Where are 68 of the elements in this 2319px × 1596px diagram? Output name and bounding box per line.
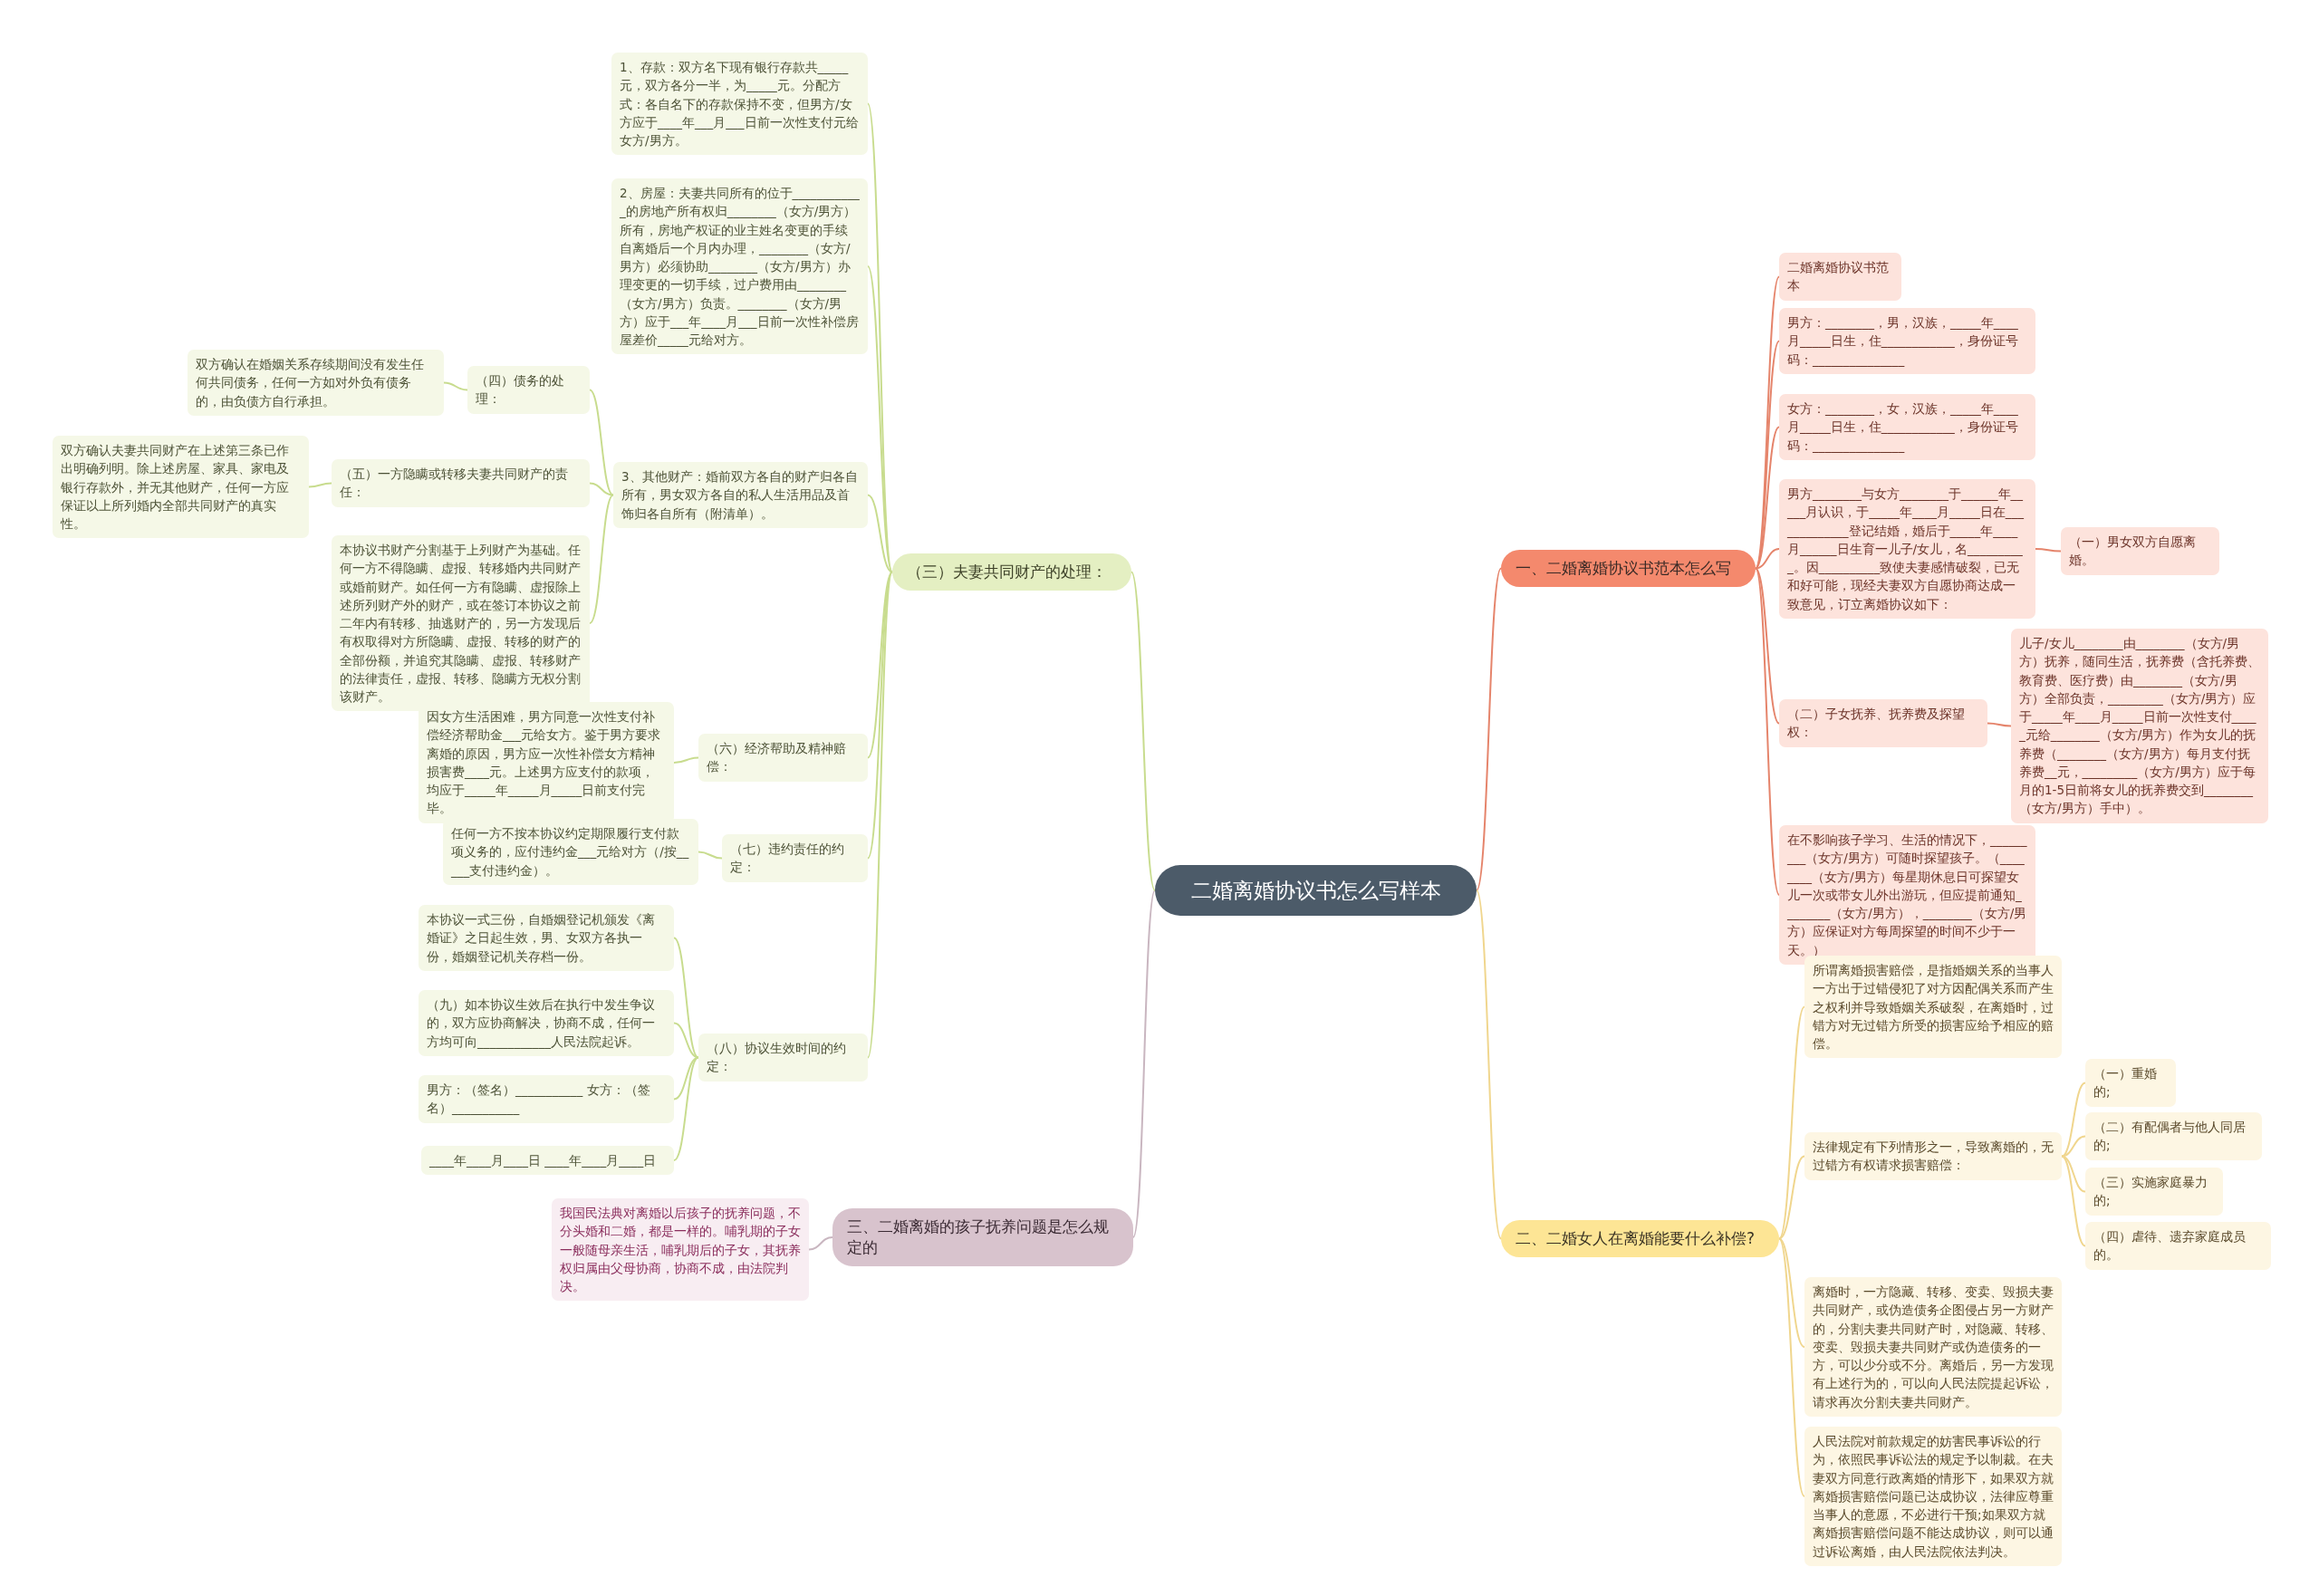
topic-box: （一）男女双方自愿离婚。 xyxy=(2061,527,2219,575)
topic-box: 本协议一式三份，自婚姻登记机颁发《离婚证》之日起生效，男、女双方各执一份，婚姻登记机关存档一份。 xyxy=(419,905,674,971)
connector-line xyxy=(1778,1155,1805,1240)
topic-box: 人民法院对前款规定的妨害民事诉讼的行为，依照民事诉讼法的规定予以制裁。在夫妻双方同意行政离婚的情形下，如果双方就离婚损害赔偿问题已达成协议，法律应尊重当事人的意愿，不必进行干预;如果双方就离婚损害赔偿问题不能达成协议，则可以通过诉讼离婚，由人民法院依法判决。 xyxy=(1804,1427,2062,1566)
connector-line xyxy=(1755,567,1780,725)
topic-box: （八）协议生效时间的约定： xyxy=(698,1034,868,1082)
topic-box: 男方________与女方________于______年_____月认识，于_____年____月_____日在_____________登记结婚，婚后于_____年____月______日生育一儿子/女儿，名__________。因__________致使夫妻感情破裂，已无和好可能，现经夫妻双方自愿协商达成一致意见，订立离婚协议如下： xyxy=(1779,479,2035,619)
connector-line xyxy=(308,482,332,488)
connector-line xyxy=(867,494,893,573)
topic-box: 3、其他财产：婚前双方各自的财产归各自所有，男女双方各自的私人生活用品及首饰归各自所有（附清单）。 xyxy=(613,462,868,528)
topic-box: 男方：（签名）___________ 女方：（签名）___________ xyxy=(419,1075,674,1123)
topic-box: 女方：________，女，汉族，_____年____月_____日生，住____________，身份证号码：_______________ xyxy=(1779,394,2035,460)
connector-line xyxy=(589,389,614,496)
connector-line xyxy=(1132,889,1156,1238)
connector-line xyxy=(1778,1237,1805,1348)
topic-box: （二）有配偶者与他人同居的; xyxy=(2085,1112,2262,1160)
topic-box: （七）违约责任的约定： xyxy=(722,834,868,882)
connector-line xyxy=(1476,567,1502,891)
topic-box: （四）虐待、遗弃家庭成员的。 xyxy=(2085,1222,2271,1270)
topic-box: （五）一方隐瞒或转移夫妻共同财产的责任： xyxy=(332,459,590,507)
connector-line xyxy=(1778,1237,1805,1497)
topic-box: （二）子女抚养、抚养费及探望权： xyxy=(1779,699,1987,747)
connector-line xyxy=(808,1236,833,1251)
connector-line xyxy=(1755,548,1780,570)
connector-line xyxy=(673,937,699,1059)
topic-box: 二婚离婚协议书范本 xyxy=(1779,253,1901,301)
topic-box: （六）经济帮助及精神赔偿： xyxy=(698,734,868,782)
connector-line xyxy=(1476,889,1502,1240)
connector-line xyxy=(1987,722,2012,727)
topic-box: 男方：________，男，汉族，_____年____月_____日生，住____________，身份证号码：_______________ xyxy=(1779,308,2035,374)
branch-topic: 三、二婚离婚的孩子抚养问题是怎么规定的 xyxy=(832,1208,1133,1266)
topic-box: 我国民法典对离婚以后孩子的抚养问题，不分头婚和二婚，都是一样的。哺乳期的子女一般随母亲生活，哺乳期后的子女，其抚养权归属由父母协商，协商不成，由法院判决。 xyxy=(552,1198,809,1302)
topic-box: 在不影响孩子学习、生活的情况下，_________（女方/男方）可随时探望孩子。（________（女方/男方）每星期休息日可探望女儿一次或带女儿外出游玩，但应提前通知________（女方/男方），________（女方/男方）应保证对方每周探望的时间不少于一天。） xyxy=(1779,825,2035,965)
branch-topic: 二、二婚女人在离婚能要什么补偿? xyxy=(1501,1220,1779,1257)
connector-line xyxy=(673,756,699,764)
topic-box: 1、存款：双方名下现有银行存款共_____元，双方各分一半，为_____元。分配方式：各自名下的存款保持不变，但男方/女方应于____年___月___日前一次性支付元给女方/男方。 xyxy=(611,53,868,156)
topic-box: 法律规定有下列情形之一，导致离婚的，无过错方有权请求损害赔偿： xyxy=(1804,1132,2062,1180)
connector-line xyxy=(1755,426,1780,570)
connector-line xyxy=(589,482,614,496)
connector-line xyxy=(1778,1005,1805,1240)
connector-line xyxy=(2061,1082,2086,1158)
topic-box: 2、房屋：夫妻共同所有的位于____________的房地产所有权归________（女方/男方）所有，房地产权证的业主姓名变更的手续自离婚后一个月内办理，________（女方/男方）必须协助________（女方/男方）办理变更的一切手续，过户费用由________（女方/男方）负责。________（女方/男方）应于___年____月___日前一次性补偿房屋差价_____元给对方。 xyxy=(611,178,868,355)
connector-line xyxy=(443,381,468,391)
topic-box: ____年____月____日 ____年____月____日 xyxy=(421,1146,674,1176)
connector-line xyxy=(589,494,614,624)
topic-box: 双方确认在婚姻关系存续期间没有发生任何共同债务，任何一方如对外负有债务的，由负债方自行承担。 xyxy=(188,350,444,416)
central-topic: 二婚离婚协议书怎么写样本 xyxy=(1155,865,1477,917)
connector-line xyxy=(867,571,893,759)
topic-box: （九）如本协议生效后在执行中发生争议的，双方应协商解决，协商不成，任何一方均可向____________人民法院起诉。 xyxy=(419,990,674,1056)
topic-box: （一）重婚的; xyxy=(2085,1059,2176,1107)
connector-line xyxy=(673,1056,699,1161)
branch-topic: （三）夫妻共同财产的处理： xyxy=(892,553,1131,591)
topic-box: 儿子/女儿________由________（女方/男方）抚养，随同生活，抚养费（含托养费、教育费、医疗费）由________（女方/男方）全部负责，_________（女方/男方）应于_____年____月_____日前一次性支付_____元给________（女方/男方）作为女儿的抚养费（________（女方/男方）每月支付抚养费__元，_________（女方/男方）应于每月的1-5日前将女儿的抚养费交到________（女方/男方）手中）。 xyxy=(2011,629,2268,823)
topic-box: 因女方生活困难，男方同意一次性支付补偿经济帮助金___元给女方。鉴于男方要求离婚的原因，男方应一次性补偿女方精神损害费____元。上述男方应支付的款项，均应于_____年_____月_____日前支付完毕。 xyxy=(419,702,674,823)
branch-topic: 一、二婚离婚协议书范本怎么写 xyxy=(1501,550,1756,587)
connector-line xyxy=(673,1022,699,1059)
topic-box: （三）实施家庭暴力的; xyxy=(2085,1168,2223,1216)
connector-line xyxy=(2061,1155,2086,1247)
connector-line xyxy=(1131,571,1156,891)
connector-line xyxy=(2035,548,2062,553)
topic-box: 所谓离婚损害赔偿，是指婚姻关系的当事人一方出于过错侵犯了对方因配偶关系而产生之权利并导致婚姻关系破裂，在离婚时，过错方对无过错方所受的损害应给予相应的赔偿。 xyxy=(1804,956,2062,1059)
topic-box: （四）债务的处理： xyxy=(467,366,590,414)
connector-line xyxy=(2061,1135,2086,1158)
topic-box: 任何一方不按本协议约定期限履行支付款项义务的，应付违约金___元给对方（/按_____支付违约金）。 xyxy=(443,819,698,885)
connector-line xyxy=(1755,567,1780,896)
connector-line xyxy=(698,851,723,860)
topic-box: 离婚时，一方隐藏、转移、变卖、毁损夫妻共同财产，或伪造债务企图侵占另一方财产的，分割夫妻共同财产时，对隐藏、转移、变卖、毁损夫妻共同财产或伪造债务的一方，可以少分或不分。离婚后，另一方发现有上述行为的，可以向人民法院提起诉讼，请求再次分割夫妻共同财产。 xyxy=(1804,1277,2062,1417)
topic-box: 双方确认夫妻共同财产在上述第三条已作出明确列明。除上述房屋、家具、家电及银行存款外，并无其他财产，任何一方应保证以上所列婚内全部共同财产的真实性。 xyxy=(53,436,309,539)
